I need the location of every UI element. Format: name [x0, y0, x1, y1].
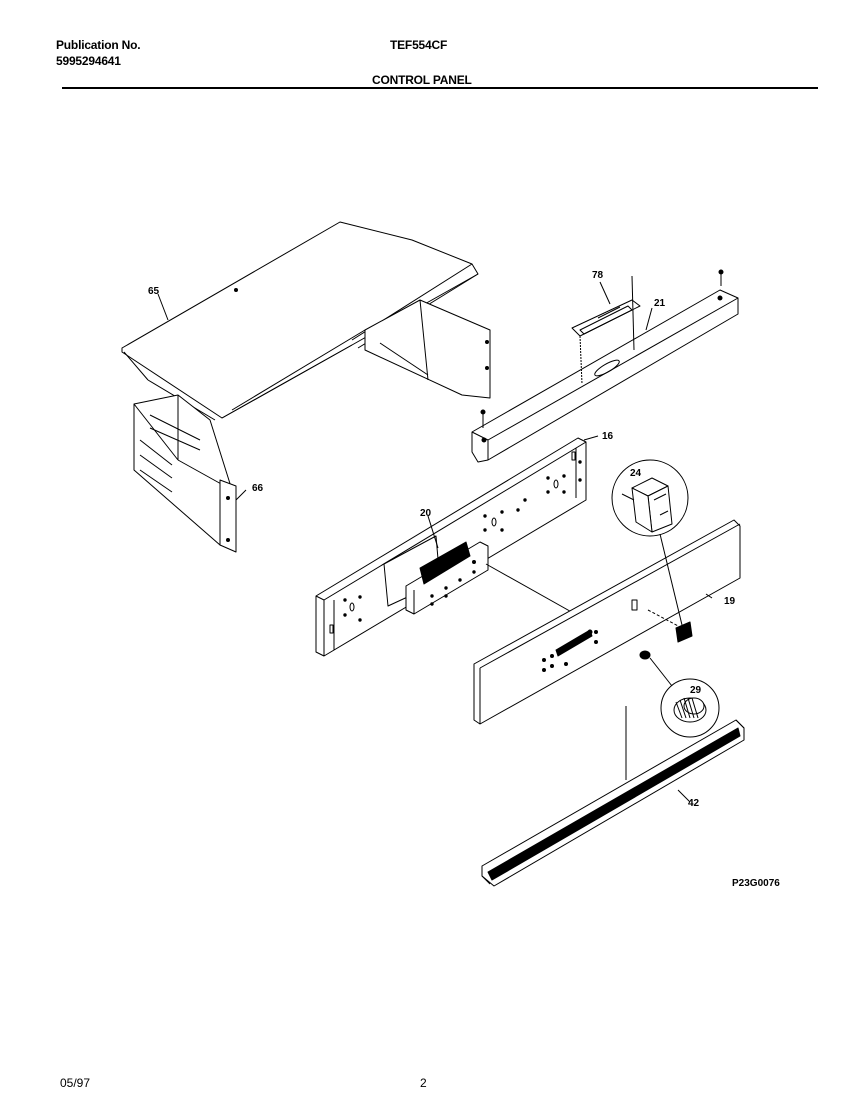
- footer-date: 05/97: [60, 1076, 91, 1090]
- part-29-knob: [639, 650, 720, 738]
- page-number: 2: [420, 1076, 427, 1090]
- part-24-rocker-switch: [611, 459, 693, 643]
- part-42-vent-trim: [481, 719, 745, 887]
- callout-78: 78: [592, 270, 604, 281]
- callout-65: 65: [148, 286, 160, 297]
- model-number: TEF554CF: [390, 38, 448, 52]
- part-16-backing-panel: [315, 437, 587, 657]
- part-19-control-panel: [473, 519, 741, 725]
- publication-number: 5995294641: [56, 54, 121, 68]
- screw-left: [480, 409, 486, 428]
- callout-66: 66: [252, 483, 264, 494]
- callout-21: 21: [654, 298, 666, 309]
- callout-20: 20: [420, 508, 432, 519]
- screw-top: [718, 269, 724, 286]
- part-21-trim-bar: [471, 289, 739, 463]
- callout-24: 24: [630, 468, 642, 479]
- callout-19: 19: [724, 596, 736, 607]
- publication-label: Publication No.: [56, 38, 141, 52]
- section-title: CONTROL PANEL: [372, 73, 472, 87]
- drawing-code: P23G0076: [732, 878, 780, 889]
- part-78-clip: [571, 299, 641, 337]
- header-rule: [62, 87, 818, 89]
- callout-29: 29: [690, 685, 702, 696]
- part-20-control-board: [383, 535, 489, 615]
- callout-42: 42: [688, 798, 700, 809]
- part-65-top-cover: [121, 221, 491, 421]
- part-66-side-box: [133, 394, 237, 553]
- callout-16: 16: [602, 431, 614, 442]
